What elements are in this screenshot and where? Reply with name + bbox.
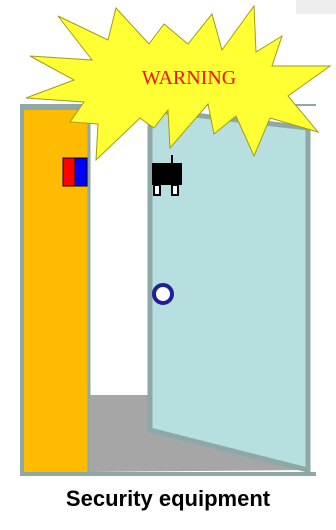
floor — [89, 395, 306, 472]
caption: Security equipment — [65, 486, 271, 511]
warning-label: WARNING — [142, 67, 236, 89]
background-tab — [296, 0, 336, 14]
warning-burst-icon — [25, 4, 332, 162]
door-alarm-device-icon — [152, 155, 182, 196]
door-handle-icon — [152, 283, 174, 305]
magnetic-contact-sensor-icon — [62, 157, 88, 187]
